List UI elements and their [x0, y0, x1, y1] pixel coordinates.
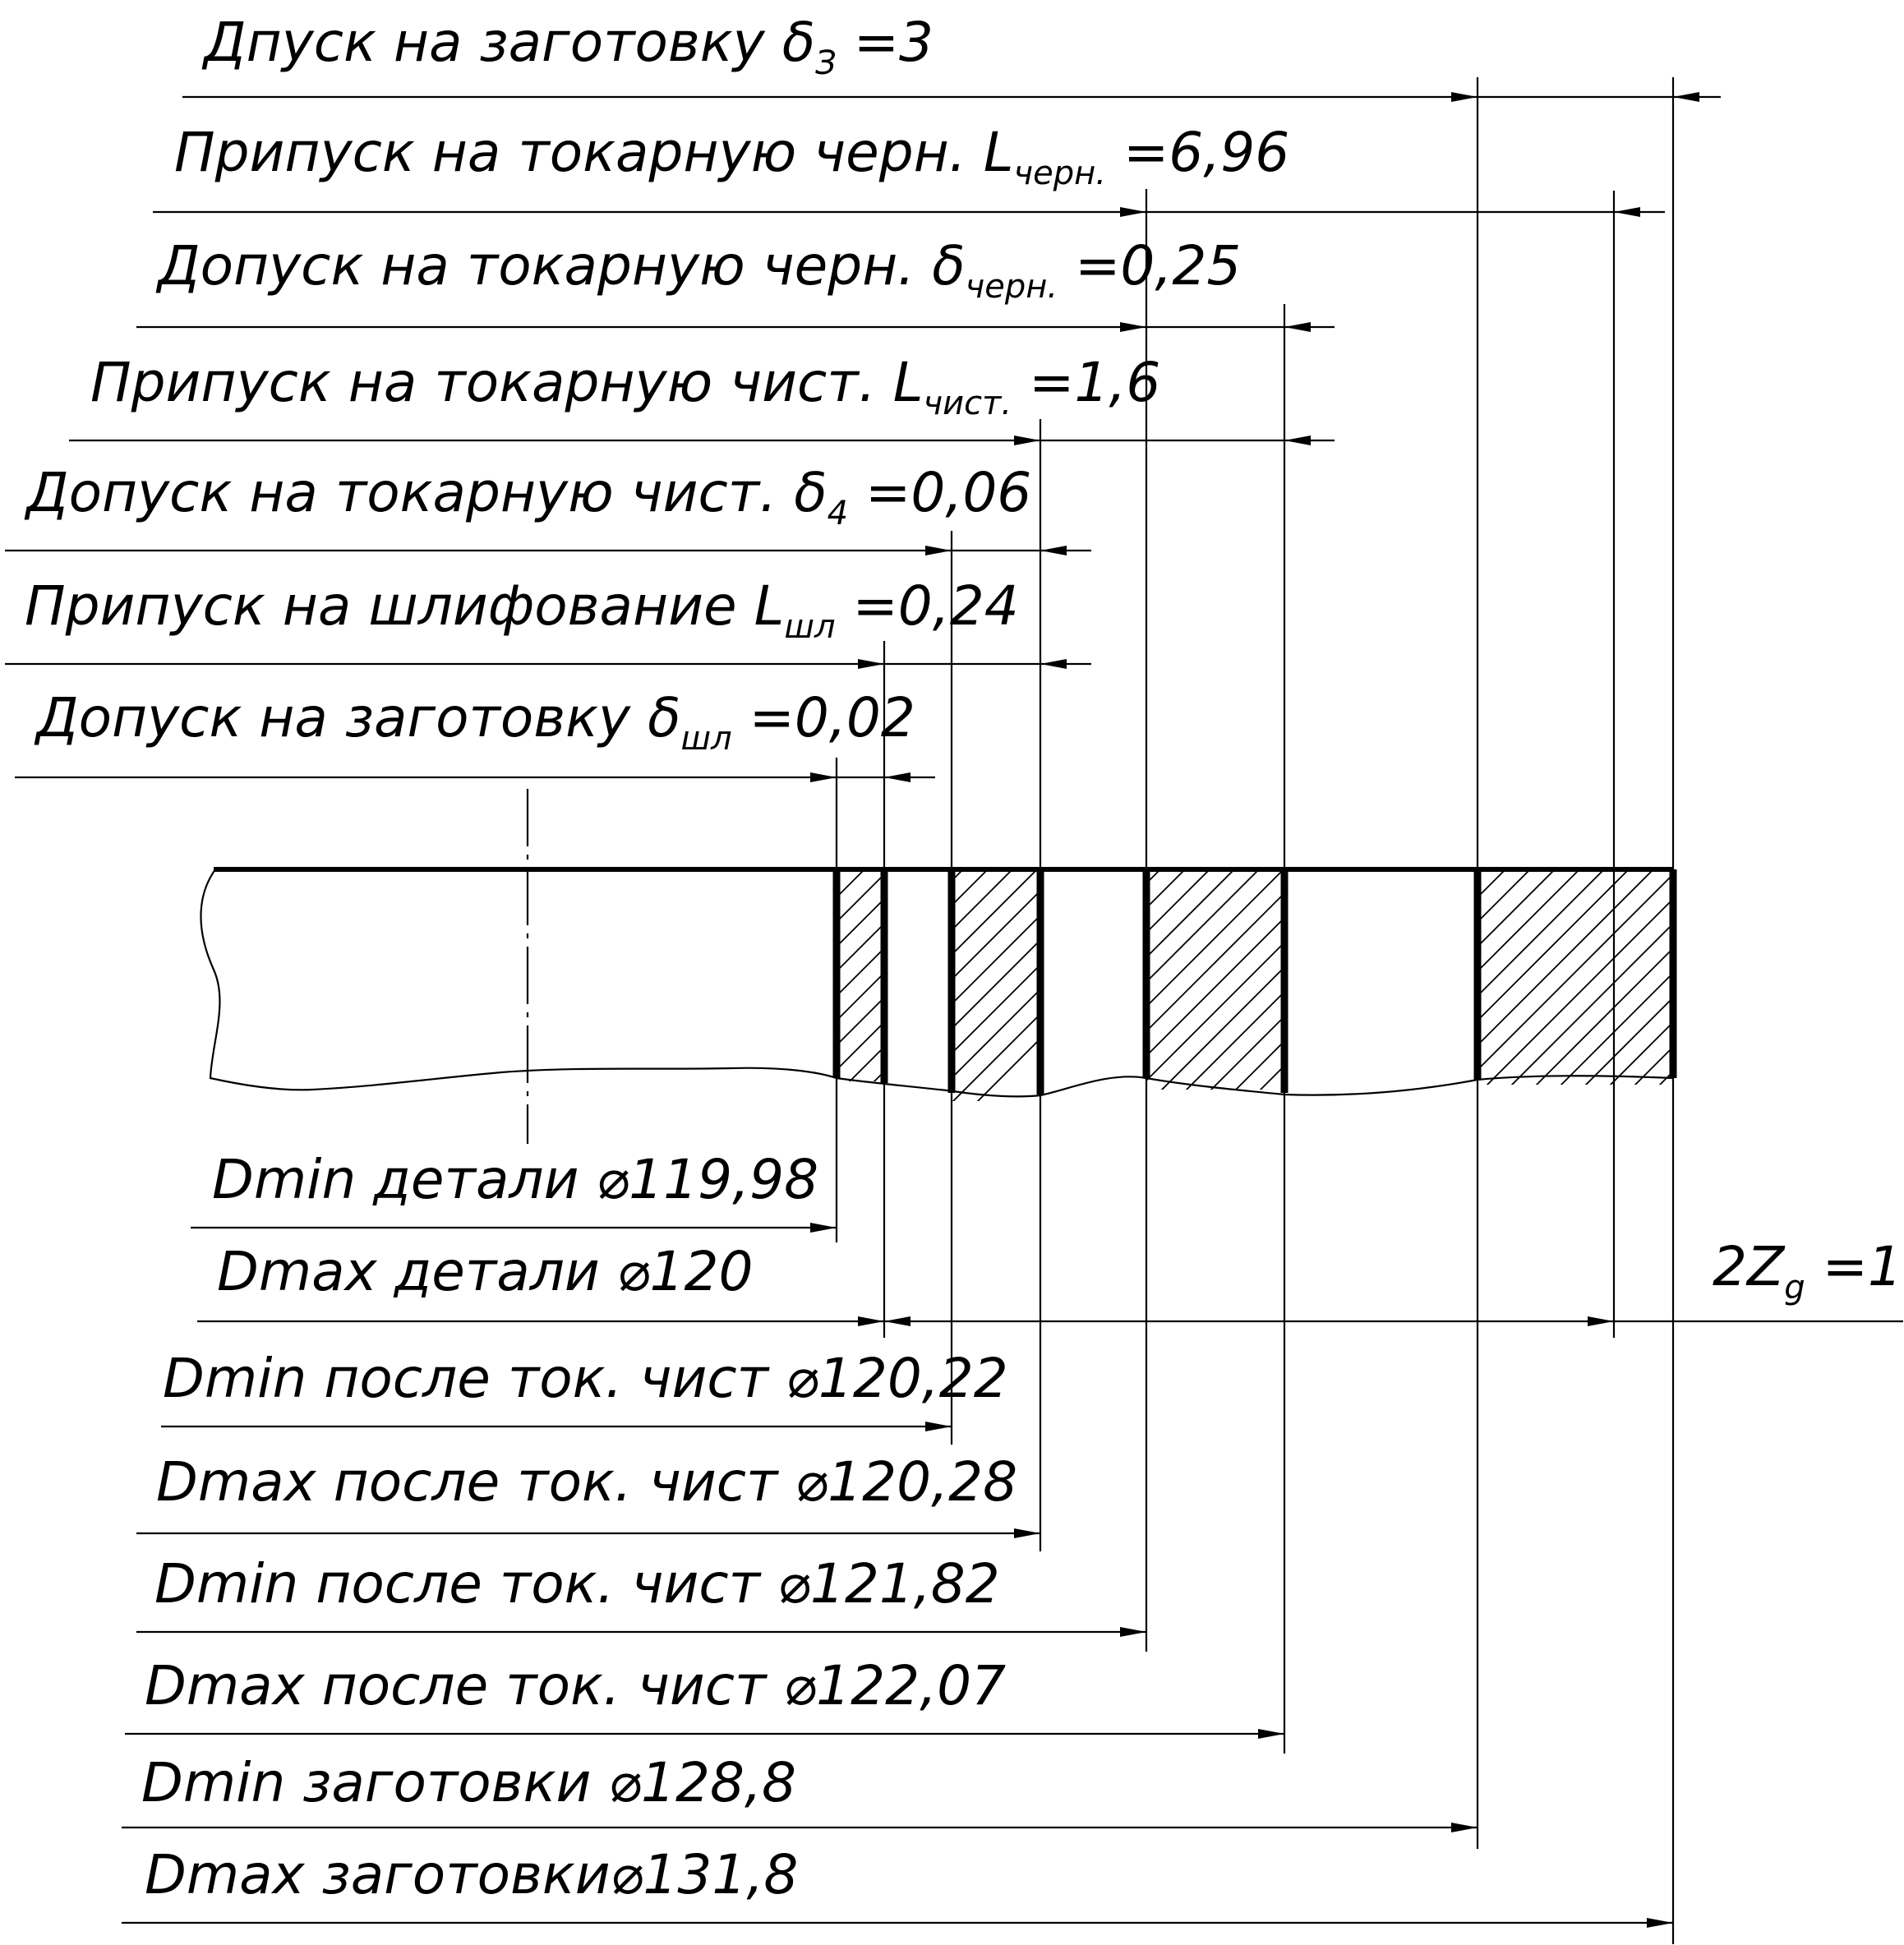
extension-lines	[835, 77, 1675, 1944]
hatch-rough-turning-layer	[1146, 869, 1284, 1090]
label-rough-dmin: Dmin после ток. чист ⌀121,82	[154, 1552, 1000, 1615]
label-finish-dmin: Dmin после ток. чист ⌀120,22	[163, 1347, 1008, 1410]
label-part-dmax: Dmax детали ⌀120	[217, 1240, 754, 1303]
label-grinding-tolerance: Допуск на заготовку δшл =0,02	[34, 686, 915, 758]
label-part-dmin: Dmin детали ⌀119,98	[212, 1148, 818, 1211]
part-body	[200, 789, 1677, 1144]
top-dimension-lines	[5, 92, 1721, 782]
hatch-blank-layer	[1478, 869, 1673, 1085]
bottom-dimension-lines	[122, 1223, 1903, 1928]
label-rough-tolerance: Допуск на токарную черн. δчерн. =0,25	[155, 234, 1241, 306]
label-finish-allowance: Припуск на токарную чист. Lчист. =1,6	[90, 351, 1160, 422]
label-finish-tolerance: Допуск на токарную чист. δ4 =0,06	[24, 461, 1031, 532]
label-rough-dmax: Dmax после ток. чист ⌀122,07	[145, 1654, 1006, 1717]
label-blank-dmin: Dmin заготовки ⌀128,8	[141, 1751, 796, 1814]
label-grinding-allowance: Припуск на шлифование Lшл =0,24	[25, 574, 1019, 646]
break-line-bottom	[836, 1075, 1674, 1098]
hatch-grinding-layer	[837, 869, 884, 1081]
label-rough-allowance: Припуск на токарную черн. Lчерн. =6,96	[174, 121, 1289, 192]
label-blank-tolerance: Дпуск на заготовку δЗ =3	[201, 11, 934, 82]
label-finish-dmax: Dmax после ток. чист ⌀120,28	[156, 1450, 1017, 1514]
break-line-left	[200, 869, 837, 1091]
top-labels: Дпуск на заготовку δЗ =3 Припуск на тока…	[24, 11, 1289, 758]
bottom-labels: Dmin детали ⌀119,98 Dmax детали ⌀120 Dmi…	[141, 1148, 1904, 1906]
hatch-finish-turning-layer	[952, 869, 1040, 1101]
label-blank-dmax: Dmax заготовки⌀131,8	[145, 1843, 798, 1906]
label-total-allowance: 2Zg =10	[1713, 1235, 1904, 1307]
